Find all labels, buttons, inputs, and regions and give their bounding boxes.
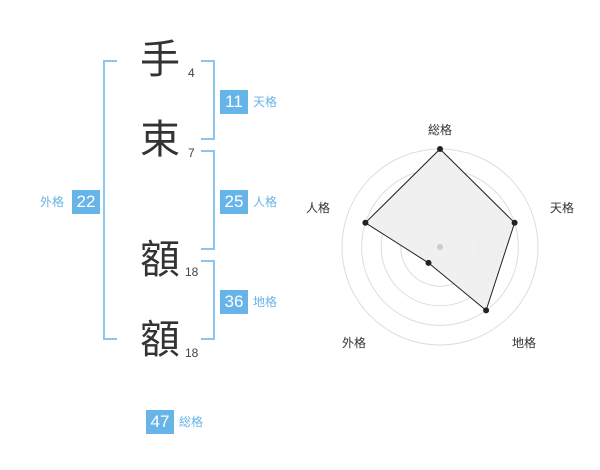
radar-point	[362, 219, 369, 226]
tenkaku-badge: 11	[220, 90, 248, 114]
stroke-count-2: 7	[188, 146, 195, 160]
radar-axis-label-gaikaku: 外格	[342, 335, 366, 350]
chikaku-badge: 36	[220, 290, 248, 314]
radar-point	[483, 307, 490, 314]
tenkaku-bracket	[201, 60, 215, 140]
radar-point	[425, 259, 432, 266]
tenkaku-label: 天格	[253, 95, 278, 109]
radar-axis-label-soukaku: 総格	[428, 122, 452, 137]
radar-center	[437, 244, 443, 250]
name-char-2: 束	[140, 117, 180, 163]
radar-point	[511, 219, 518, 226]
radar-axis-label-chikaku: 地格	[512, 335, 536, 350]
chikaku-label: 地格	[253, 295, 278, 309]
soukaku-label: 総格	[179, 415, 204, 429]
gaikaku-bracket	[103, 60, 117, 340]
stroke-count-1: 4	[188, 66, 195, 80]
gaikaku-badge: 22	[72, 190, 100, 214]
jinkaku-label: 人格	[253, 195, 278, 209]
radar-axis-label-tenkaku: 天格	[550, 200, 574, 215]
name-char-4: 額	[140, 317, 180, 363]
stroke-count-4: 18	[185, 346, 199, 360]
gaikaku-label: 外格	[40, 195, 65, 209]
name-char-3: 額	[140, 237, 180, 283]
soukaku-badge: 47	[146, 410, 174, 434]
radar-polygon	[364, 148, 516, 312]
radar-axis-label-jinkaku: 人格	[306, 200, 330, 215]
chikaku-bracket	[201, 260, 215, 340]
jinkaku-badge: 25	[220, 190, 248, 214]
name-char-1: 手	[140, 37, 180, 83]
stroke-count-3: 18	[185, 265, 199, 279]
radar-point	[437, 146, 443, 152]
jinkaku-bracket	[201, 150, 215, 250]
